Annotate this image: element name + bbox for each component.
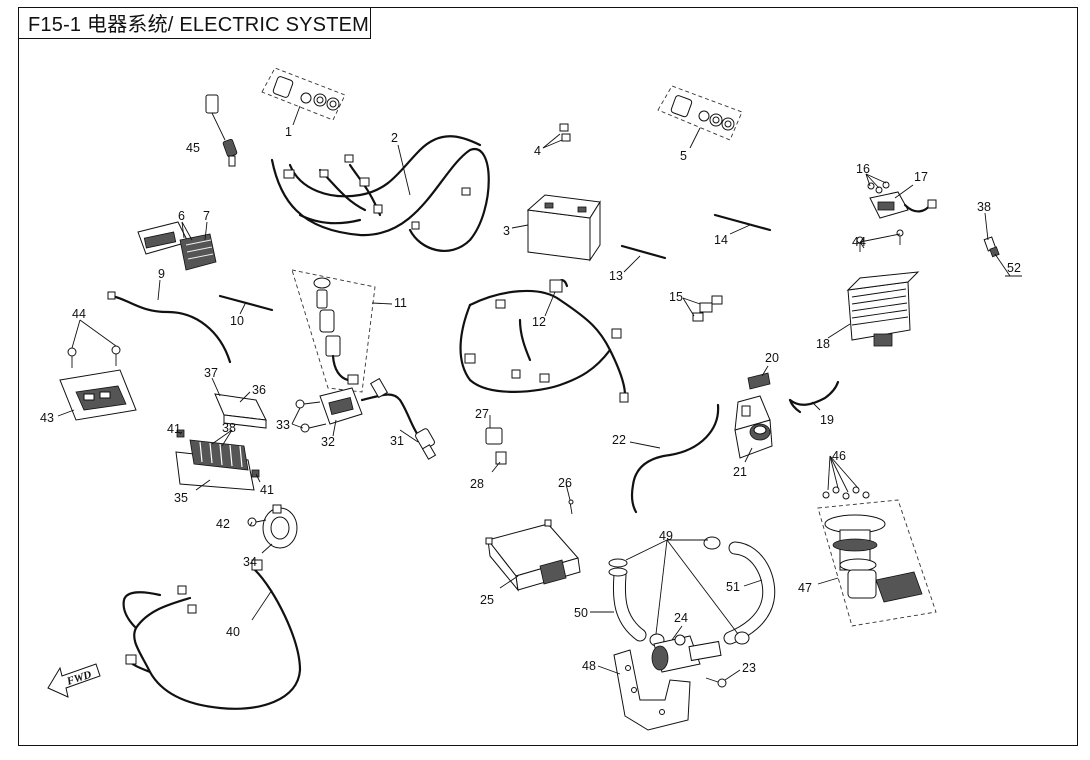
part-13-cable-tie	[620, 244, 667, 260]
part-9-wire	[107, 291, 232, 364]
callout-20: 20	[765, 351, 779, 365]
callout-10: 10	[230, 314, 244, 328]
part-6-7-relays	[137, 221, 217, 271]
part-48-bracket	[613, 649, 691, 731]
callout-12: 12	[532, 315, 546, 329]
callout-41-bottom: 41	[260, 483, 274, 497]
callout-6: 6	[178, 209, 185, 223]
callout-22: 22	[612, 433, 626, 447]
callout-42: 42	[216, 517, 230, 531]
callout-4: 4	[534, 144, 541, 158]
callout-50: 50	[574, 606, 588, 620]
part-18-regulator	[846, 229, 920, 347]
callout-35: 35	[174, 491, 188, 505]
callout-45: 45	[186, 141, 200, 155]
part-45-sensor	[205, 94, 238, 167]
part-4-clips	[559, 123, 571, 142]
part-23-bolt	[705, 677, 727, 688]
part-40-harness	[122, 559, 302, 710]
callout-25: 25	[480, 593, 494, 607]
part-11-ignition-kit	[291, 269, 376, 393]
callout-51: 51	[726, 580, 740, 594]
leader-lines	[57, 105, 1022, 681]
part-12-harness	[459, 279, 629, 403]
part-14-cable-tie	[713, 213, 772, 232]
callout-46: 46	[832, 449, 846, 463]
part-34-horn	[262, 504, 298, 549]
callout-3: 3	[503, 224, 510, 238]
part-46-screws	[822, 486, 870, 500]
callout-41-top: 41	[167, 422, 181, 436]
part-32-ignition-coil	[295, 387, 363, 433]
callout-37: 37	[204, 366, 218, 380]
callout-38-fuse: 38	[222, 421, 236, 435]
fwd-arrow-icon: FWD	[47, 663, 101, 698]
callout-2: 2	[391, 131, 398, 145]
callout-38-sensor: 38	[977, 200, 991, 214]
callout-15: 15	[669, 290, 683, 304]
callout-labels: 1 2 3 4 5 6 7 9 10 11 12 13 14 15 16 17 …	[40, 125, 1021, 675]
callout-24: 24	[674, 611, 688, 625]
page-title: F15-1 电器系统/ ELECTRIC SYSTEM	[28, 14, 370, 36]
part-36-fuse-cover	[214, 393, 267, 429]
callout-17: 17	[914, 170, 928, 184]
callout-16: 16	[856, 162, 870, 176]
part-24-fuel-pump	[651, 634, 722, 673]
fwd-label: FWD	[65, 669, 94, 688]
callout-52: 52	[1007, 261, 1021, 275]
callout-14: 14	[714, 233, 728, 247]
part-17-relay-bracket	[869, 191, 937, 219]
part-19-cable	[788, 380, 840, 414]
callout-9: 9	[158, 267, 165, 281]
part-26-screw	[568, 499, 574, 515]
part-38-sensor	[983, 236, 1000, 258]
part-27-relay	[485, 427, 503, 445]
part-35-fuse-box	[175, 429, 260, 491]
callout-48: 48	[582, 659, 596, 673]
part-15-clips	[692, 295, 723, 322]
callout-7: 7	[203, 209, 210, 223]
callout-28: 28	[470, 477, 484, 491]
callout-36: 36	[252, 383, 266, 397]
part-21-starter-relay	[734, 395, 773, 459]
part-22-wire	[630, 403, 720, 514]
callout-43: 43	[40, 411, 54, 425]
callout-33: 33	[276, 418, 290, 432]
callout-44-right: 44	[852, 235, 866, 249]
callout-5: 5	[680, 149, 687, 163]
callout-34: 34	[243, 555, 257, 569]
callout-13: 13	[609, 269, 623, 283]
part-50-hose	[608, 567, 647, 642]
part-5-switch-kit	[657, 85, 743, 141]
part-28-connector	[495, 451, 507, 465]
part-3-battery	[526, 194, 601, 262]
part-31-plug-cable	[360, 377, 437, 460]
drawing-frame	[18, 7, 1078, 746]
part-20-rubber-cap	[747, 372, 771, 390]
callout-27: 27	[475, 407, 489, 421]
callout-31: 31	[390, 434, 404, 448]
part-51-hose	[723, 541, 776, 645]
title-box: F15-1 电器系统/ ELECTRIC SYSTEM	[18, 7, 371, 39]
callout-49: 49	[659, 529, 673, 543]
callout-1: 1	[285, 125, 292, 139]
part-47-fuel-pump-unit	[817, 499, 937, 627]
callout-11: 11	[394, 296, 407, 310]
part-1-switch-kit	[261, 67, 346, 121]
callout-23: 23	[742, 661, 756, 675]
callout-44-left: 44	[72, 307, 86, 321]
callout-47: 47	[798, 581, 812, 595]
part-2-main-harness	[270, 135, 490, 252]
callout-32: 32	[321, 435, 335, 449]
callout-18: 18	[816, 337, 830, 351]
callout-19: 19	[820, 413, 834, 427]
part-43-control-box	[59, 345, 137, 421]
callout-21: 21	[733, 465, 747, 479]
callout-40: 40	[226, 625, 240, 639]
part-25-ecu	[485, 519, 581, 592]
callout-26: 26	[558, 476, 572, 490]
part-16-screws	[867, 181, 890, 194]
